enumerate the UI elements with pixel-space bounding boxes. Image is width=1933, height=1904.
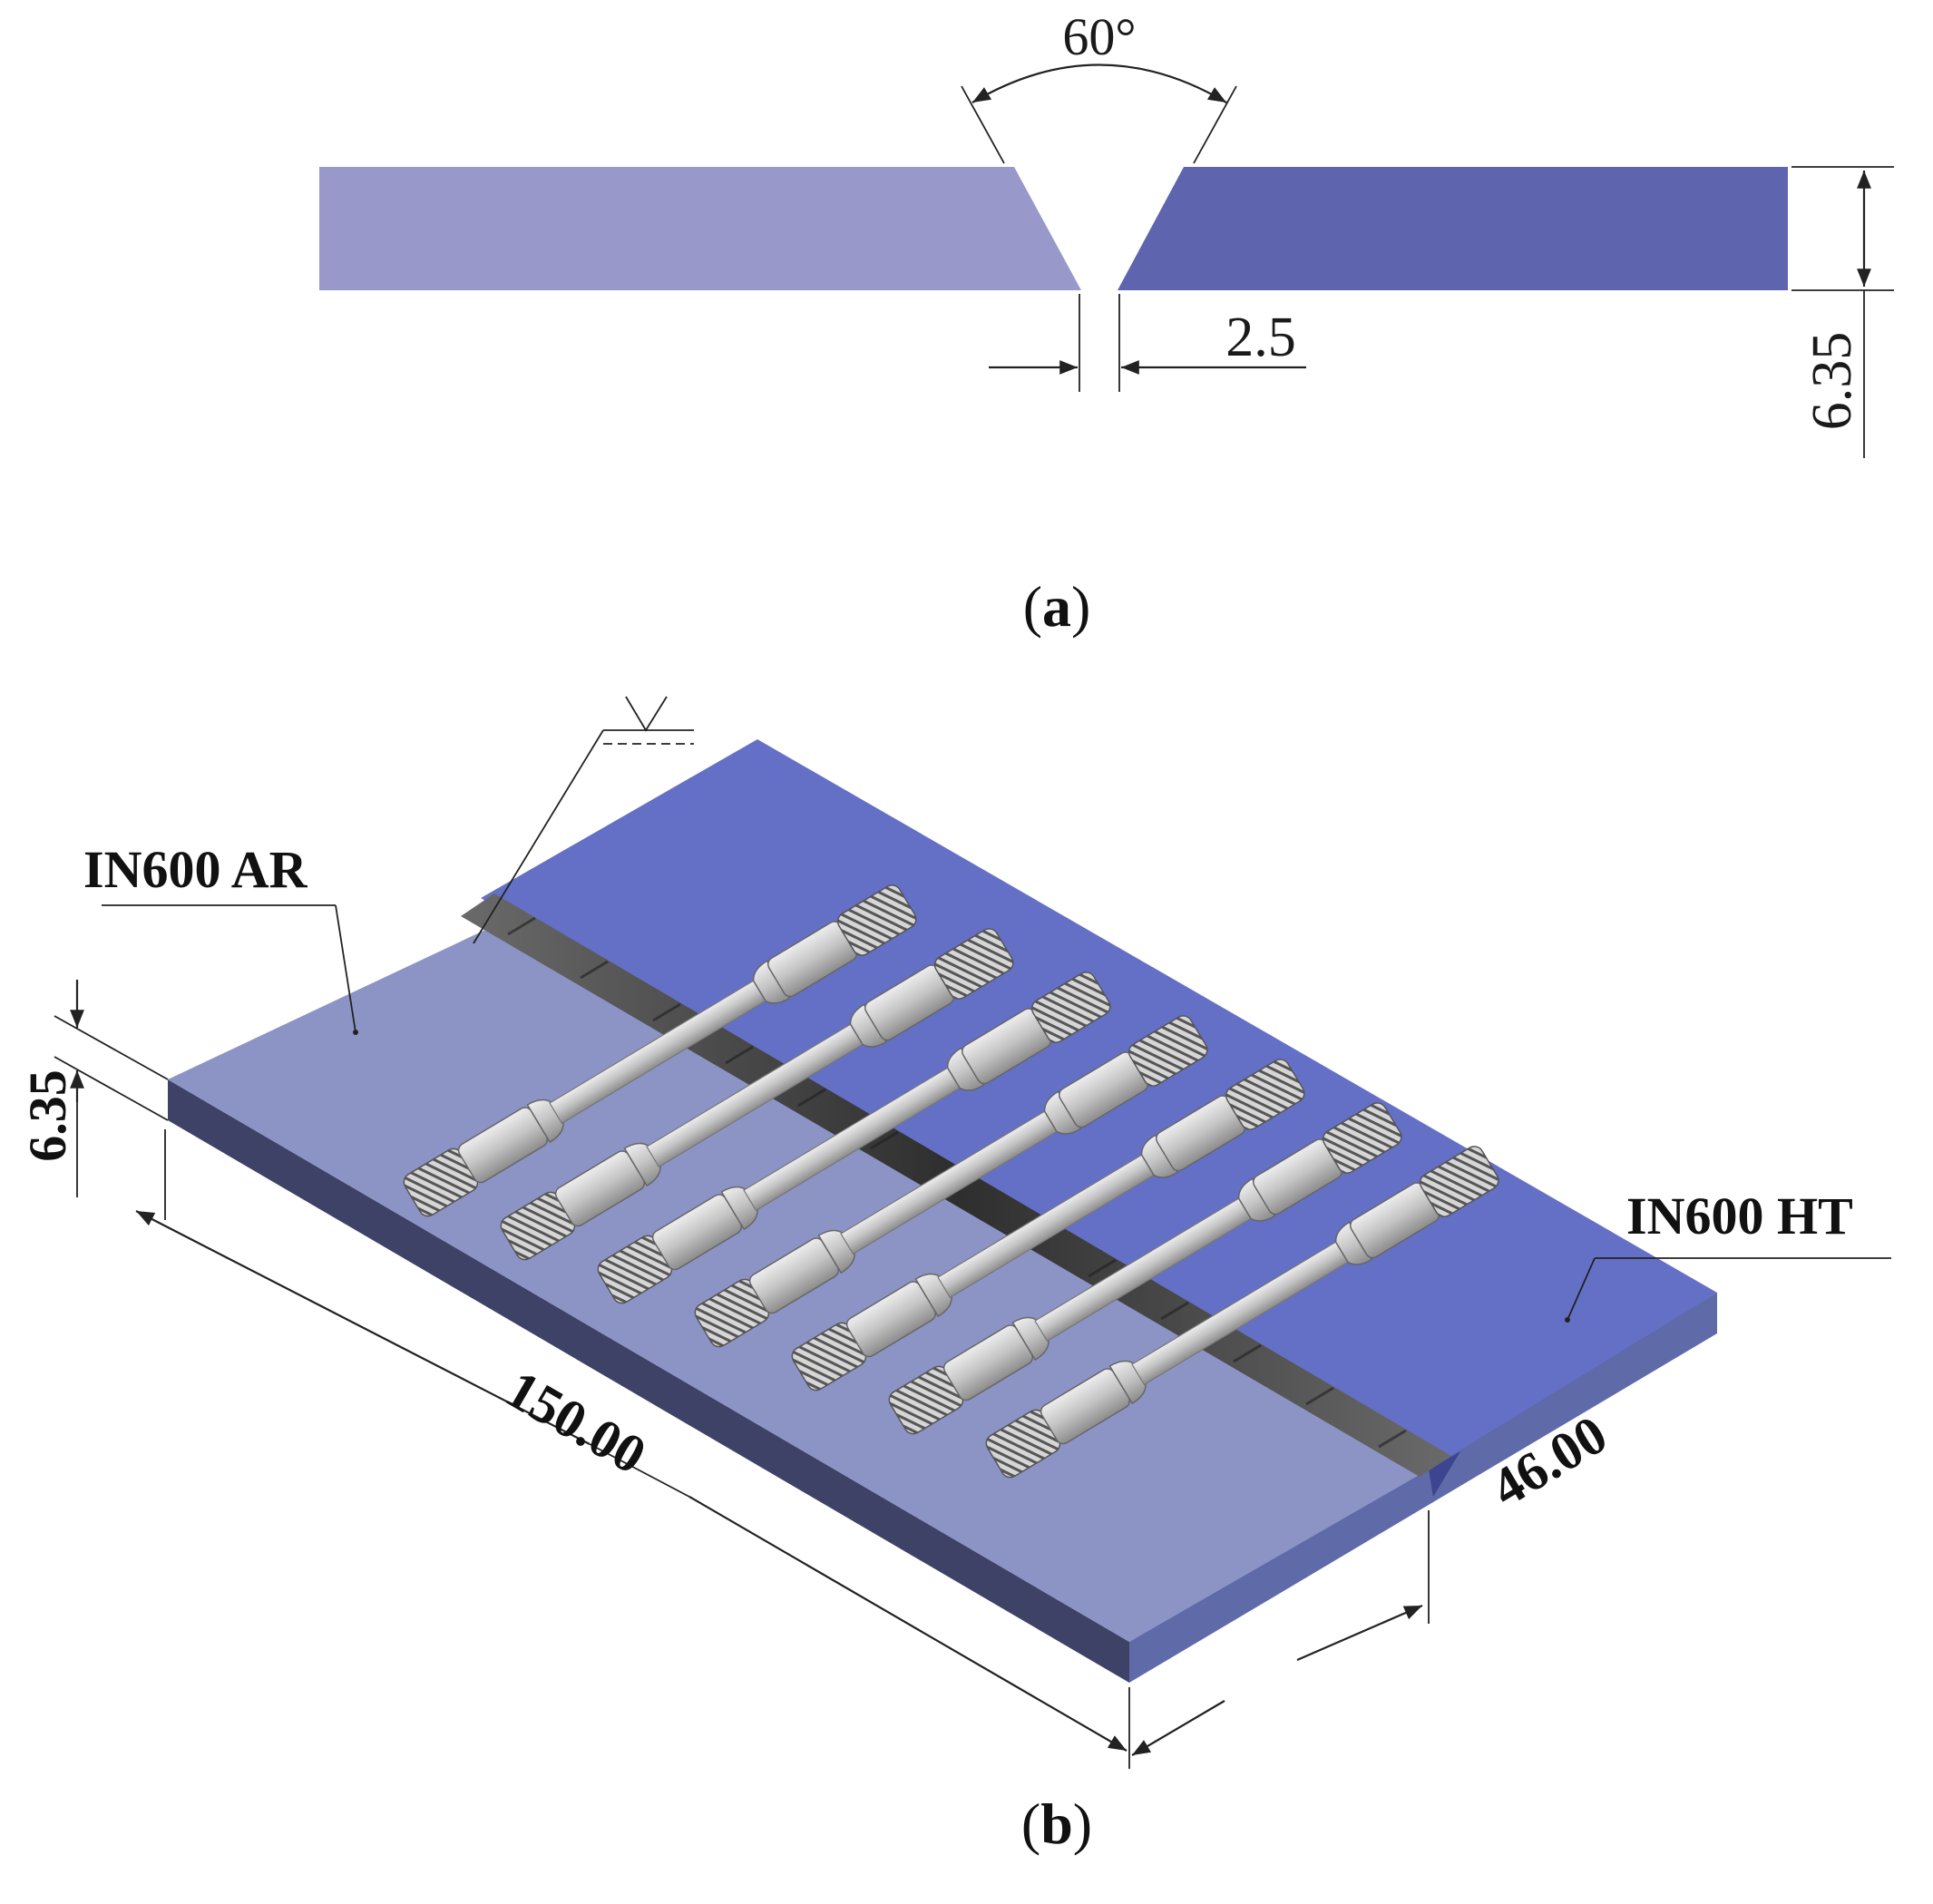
tensile-specimen xyxy=(791,1059,1305,1391)
specimen-taper xyxy=(1237,1177,1276,1222)
thickness-label-b: 6.35 xyxy=(18,1069,77,1162)
threaded-grip xyxy=(836,884,917,956)
angle-label: 60° xyxy=(1062,7,1136,66)
specimen-taper xyxy=(849,1003,888,1048)
tensile-specimen xyxy=(985,1146,1499,1479)
specimen-taper xyxy=(1334,1221,1373,1265)
threaded-grip xyxy=(1128,1015,1208,1087)
bevel-angle-dimension: 60° xyxy=(961,7,1237,164)
caption-b-letter: b xyxy=(1040,1792,1073,1856)
threaded-grip xyxy=(1030,972,1111,1043)
left-plate-section xyxy=(319,167,1081,290)
left-material-callout: IN600 AR xyxy=(83,840,358,1035)
tensile-specimen xyxy=(403,884,917,1217)
caption-b: (b) xyxy=(1021,1792,1092,1856)
tensile-specimens xyxy=(403,884,1499,1479)
specimen-taper xyxy=(946,1047,985,1091)
specimen-taper xyxy=(1043,1090,1082,1135)
threaded-grip xyxy=(1322,1102,1402,1174)
specimen-taper xyxy=(1140,1134,1179,1178)
gap-label: 2.5 xyxy=(1225,307,1296,368)
threaded-grip xyxy=(1419,1146,1499,1217)
plate-thickness-dimension-b: 6.35 xyxy=(18,980,169,1197)
caption-a-letter: a xyxy=(1042,574,1071,639)
tensile-specimen xyxy=(888,1102,1402,1435)
right-material-callout: IN600 HT xyxy=(1565,1186,1891,1323)
right-plate-bevel-edge xyxy=(1429,1451,1460,1497)
thickness-label-a: 6.35 xyxy=(1801,332,1863,431)
caption-a: (a) xyxy=(1023,574,1091,639)
specimen-taper xyxy=(752,960,791,1004)
right-plate-section xyxy=(1118,167,1788,290)
plate-right-face xyxy=(1129,1293,1717,1683)
threaded-grip xyxy=(933,928,1014,1000)
panel-b: IN600 AR IN600 HT 6.35 150.0 xyxy=(18,696,1891,1856)
tensile-specimen xyxy=(694,1015,1208,1348)
panel-a: 60° 2.5 6.35 (a) xyxy=(319,7,1894,639)
weld-symbol xyxy=(473,696,694,944)
tensile-specimen xyxy=(500,928,1014,1261)
root-gap-dimension: 2.5 xyxy=(989,294,1306,392)
plate-thickness-dimension: 6.35 xyxy=(1791,166,1894,458)
tensile-specimen xyxy=(597,972,1111,1304)
threaded-grip xyxy=(1225,1059,1305,1130)
plate-front-face xyxy=(168,1079,1129,1683)
left-material-label: IN600 AR xyxy=(83,840,308,899)
right-material-label: IN600 HT xyxy=(1626,1186,1853,1245)
